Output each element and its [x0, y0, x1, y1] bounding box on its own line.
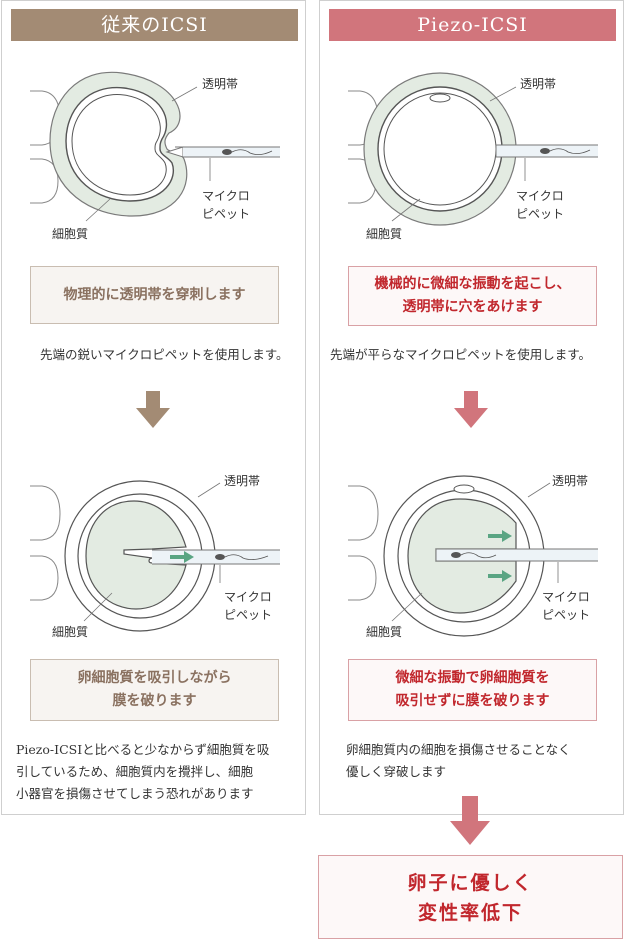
conventional-piercing-illustration: 透明帯 マイクロ ピペット 細胞質	[2, 61, 307, 241]
piezo-membrane-illustration: 透明帯 マイクロ ピペット 細胞質	[320, 461, 625, 641]
pipette-label-line2: ピペット	[516, 207, 565, 221]
conventional-method-box: 物理的に透明帯を穿刺します	[30, 266, 279, 324]
piezo-benefit-desc: 卵細胞質内の細胞を損傷させることなく 優しく穿破します	[346, 739, 571, 783]
zona-label: 透明帯	[520, 77, 557, 91]
cytoplasm-label: 細胞質	[366, 227, 403, 241]
conventional-aspiration-svg	[30, 480, 280, 632]
piezo-membrane-svg	[348, 475, 598, 637]
piezo-pipette-desc: 先端が平らなマイクロピペットを使用します。	[330, 347, 592, 362]
conventional-risk-line1: Piezo-ICSIと比べると少なからず細胞質を吸	[16, 742, 270, 757]
cytoplasm-label: 細胞質	[366, 625, 403, 639]
conventional-aspiration-illustration: 透明帯 マイクロ ピペット 細胞質	[2, 461, 307, 641]
conventional-risk-line3: 小器官を損傷させてしまう恐れがあります	[16, 786, 254, 801]
pipette-label-line2: ピペット	[224, 608, 273, 622]
piezo-drilling-illustration: 透明帯 マイクロ ピペット 細胞質	[320, 61, 625, 241]
conclusion-line1: 卵子に優しく	[407, 872, 534, 894]
cytoplasm-label: 細胞質	[52, 625, 89, 639]
pipette-label-line1: マイクロ	[516, 189, 564, 203]
pipette-label-line1: マイクロ	[202, 189, 250, 203]
piezo-drilling-svg	[348, 72, 598, 226]
piezo-method-line2: 透明帯に穴をあけます	[402, 299, 543, 315]
conclusion-box: 卵子に優しく 変性率低下	[318, 855, 623, 939]
piezo-method-box: 機械的に微細な振動を起こし、 透明帯に穴をあけます	[348, 266, 597, 326]
down-arrow-icon	[450, 796, 490, 845]
cytoplasm-label: 細胞質	[52, 227, 89, 241]
piezo-result-line2: 吸引せずに膜を破ります	[395, 693, 550, 709]
zona-label: 透明帯	[202, 77, 239, 91]
piezo-method-line1: 機械的に微細な振動を起こし、	[374, 276, 571, 292]
pipette-label-line1: マイクロ	[542, 590, 590, 604]
down-arrow-icon	[136, 391, 170, 428]
conventional-piercing-svg	[30, 71, 280, 222]
conventional-risk-desc: Piezo-ICSIと比べると少なからず細胞質を吸 引しているため、細胞質内を攪…	[16, 739, 269, 805]
zona-label: 透明帯	[552, 474, 589, 488]
pipette-label-line2: ピペット	[202, 207, 251, 221]
conventional-icsi-column: 従来のICSI 透明帯 マイクロ ピペット 細胞質 物理的に透明帯を穿刺します …	[1, 0, 306, 815]
conclusion-line2: 変性率低下	[417, 902, 523, 924]
conventional-method-text: 物理的に透明帯を穿刺します	[63, 287, 246, 303]
down-arrow-icon	[454, 391, 488, 428]
zona-label: 透明帯	[224, 474, 261, 488]
piezo-benefit-line2: 優しく穿破します	[346, 764, 447, 779]
piezo-result-line1: 微細な振動で卵細胞質を	[395, 670, 550, 686]
conventional-result-line1: 卵細胞質を吸引しながら	[77, 670, 232, 686]
conventional-result-box: 卵細胞質を吸引しながら 膜を破ります	[30, 659, 279, 721]
conventional-result-line2: 膜を破ります	[112, 693, 197, 709]
conventional-icsi-title: 従来のICSI	[11, 9, 298, 41]
pipette-label-line2: ピペット	[542, 608, 591, 622]
piezo-benefit-line1: 卵細胞質内の細胞を損傷させることなく	[346, 742, 571, 757]
piezo-icsi-title: Piezo-ICSI	[329, 9, 616, 41]
piezo-result-box: 微細な振動で卵細胞質を 吸引せずに膜を破ります	[348, 659, 597, 721]
piezo-icsi-column: Piezo-ICSI 透明帯 マイクロ ピペット 細胞質 機械的に微細な振動を起…	[319, 0, 624, 815]
conventional-pipette-desc: 先端の鋭いマイクロピペットを使用します。	[40, 347, 289, 362]
pipette-label-line1: マイクロ	[224, 590, 272, 604]
conventional-risk-line2: 引しているため、細胞質内を攪拌し、細胞	[16, 764, 254, 779]
